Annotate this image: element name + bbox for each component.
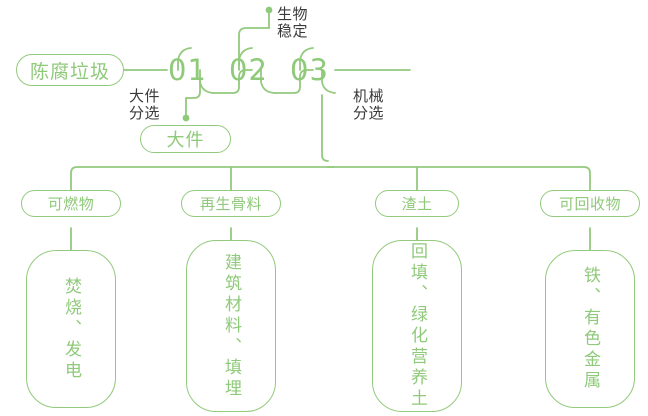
usage-box-recycled-aggregate[interactable]: 建筑材料、填埋 xyxy=(186,240,276,412)
wire-01-to-02 xyxy=(212,69,253,94)
arc-03-top xyxy=(299,47,314,71)
usage-box-recyclables[interactable]: 铁、有色金属 xyxy=(545,250,635,408)
dot-biostable xyxy=(265,6,273,14)
arc-03-bottom xyxy=(321,69,336,94)
wire-03-down xyxy=(321,94,329,162)
step-number-03[interactable]: 03 xyxy=(290,53,329,87)
source-pill[interactable]: 陈腐垃圾 xyxy=(16,54,124,86)
dot-bulky xyxy=(182,114,190,122)
usage-text-recyclables: 铁、有色金属 xyxy=(581,266,600,392)
output-pill-bulky[interactable]: 大件 xyxy=(140,125,231,153)
process-label-mechanical-sorting: 机械 分选 xyxy=(353,88,385,122)
wire-01-bulky xyxy=(185,77,201,117)
category-pill-slag-soil[interactable]: 渣土 xyxy=(375,190,459,217)
wire-02-biostable xyxy=(238,10,270,66)
source-label: 陈腐垃圾 xyxy=(29,61,110,83)
usage-text-combustible: 焚烧、发电 xyxy=(62,276,81,382)
process-label-bio-stabilization: 生物 稳定 xyxy=(277,6,309,40)
category-pill-combustible[interactable]: 可燃物 xyxy=(21,190,121,217)
usage-box-combustible[interactable]: 焚烧、发电 xyxy=(26,250,116,408)
arc-02-bottom xyxy=(260,69,275,94)
usage-box-slag-soil[interactable]: 回填、绿化营养土 xyxy=(372,240,462,412)
category-pill-recycled-aggregate[interactable]: 再生骨料 xyxy=(181,190,281,217)
wire-distribution-bar xyxy=(70,166,591,197)
wire-02-to-03 xyxy=(273,69,314,94)
usage-text-recycled-aggregate: 建筑材料、填埋 xyxy=(222,252,241,400)
arc-01-top xyxy=(177,47,192,71)
step-number-01[interactable]: 01 xyxy=(168,53,207,87)
step-number-02[interactable]: 02 xyxy=(229,53,268,87)
category-pill-recyclables[interactable]: 可回收物 xyxy=(540,190,640,217)
process-label-bulky-sorting: 大件 分选 xyxy=(129,88,161,122)
usage-text-slag-soil: 回填、绿化营养土 xyxy=(408,242,427,410)
